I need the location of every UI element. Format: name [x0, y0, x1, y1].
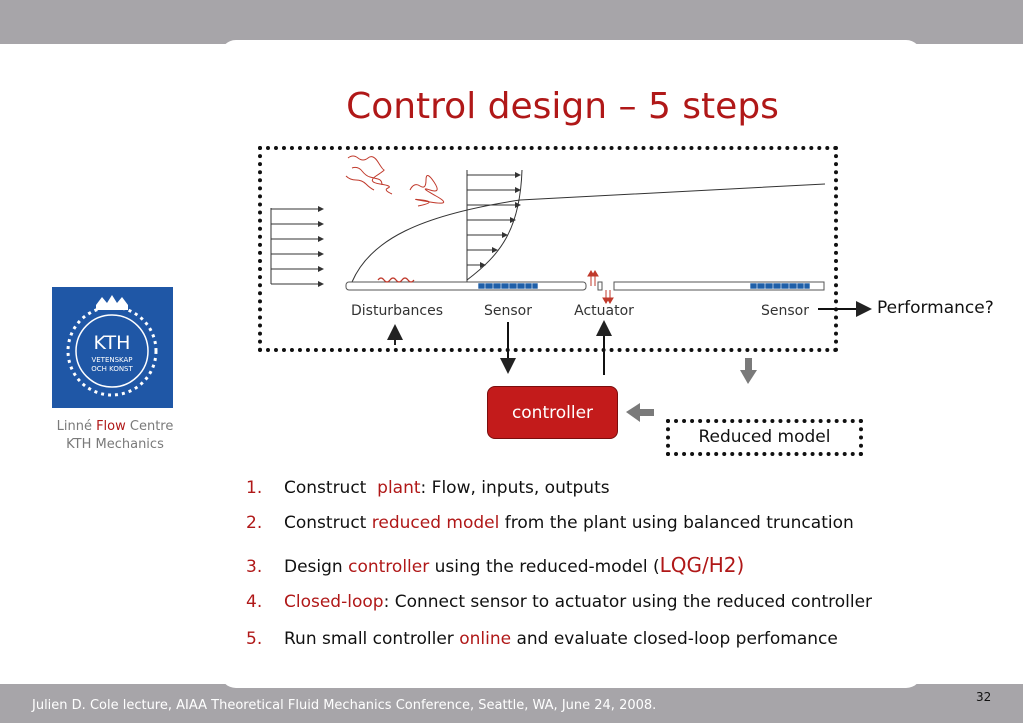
step-number: 2.: [246, 513, 263, 533]
performance-label: Performance?: [877, 298, 994, 318]
freestream-disturbance-icon: [345, 155, 445, 207]
affiliation-linne: Linné: [56, 419, 97, 434]
step-highlight: Closed-loop: [284, 592, 384, 612]
step-item: 2. Construct reduced model from the plan…: [246, 513, 872, 553]
affiliation-line2: KTH Mechanics: [66, 437, 164, 452]
inflow-profile: [270, 206, 324, 287]
step-text: from the plant using balanced truncation: [499, 513, 854, 533]
step-highlight: online: [459, 629, 512, 649]
step-text: Construct: [284, 513, 372, 533]
controller-block: controller: [487, 386, 618, 439]
kth-crest-icon: KTH VETENSKAP OCH KONST: [66, 295, 158, 397]
reduced-model-to-controller-arrow: [626, 403, 654, 422]
step-text: : Connect sensor to actuator using the r…: [383, 592, 873, 612]
affiliation-centre: Centre: [125, 419, 174, 434]
logo-text-sub2: OCH KONST: [91, 365, 133, 373]
label-actuator: Actuator: [574, 303, 634, 319]
step-text: Design: [284, 557, 349, 577]
step-text: using the reduced-model (: [429, 557, 660, 577]
sensor-array-2: [749, 282, 811, 290]
step-text: Run small controller: [284, 629, 460, 649]
page-number: 32: [976, 690, 992, 704]
label-sensor-1: Sensor: [484, 303, 532, 319]
label-sensor-2: Sensor: [761, 303, 809, 319]
logo-text-sub1: VETENSKAP: [91, 356, 132, 364]
step-number: 3.: [246, 557, 263, 577]
step-text: and evaluate closed-loop perfomance: [511, 629, 838, 649]
step-item: 1. Construct plant: Flow, inputs, output…: [246, 478, 872, 513]
affiliation-flow: Flow: [96, 419, 126, 434]
kth-logo: KTH VETENSKAP OCH KONST: [52, 287, 173, 408]
step-text: Construct: [284, 478, 378, 498]
step-highlight: reduced model: [371, 513, 500, 533]
logo-text-main: KTH: [94, 332, 131, 354]
footer-citation: Julien D. Cole lecture, AIAA Theoretical…: [32, 698, 657, 713]
sensor-array-1: [477, 282, 539, 290]
boundary-layer-edge: [351, 183, 826, 283]
label-disturbances: Disturbances: [351, 303, 443, 319]
step-number: 4.: [246, 592, 263, 612]
slide-title: Control design – 5 steps: [346, 86, 779, 127]
step-item: 3. Design controller using the reduced-m…: [246, 553, 872, 592]
step-text: : Flow, inputs, outputs: [420, 478, 610, 498]
steps-list: 1. Construct plant: Flow, inputs, output…: [246, 478, 872, 659]
plant-diagram-box: [258, 146, 838, 352]
boundary-layer-profile: [466, 169, 523, 282]
reduced-model-block: Reduced model: [666, 419, 863, 456]
step-highlight: controller: [348, 557, 430, 577]
step-item: 4. Closed-loop: Connect sensor to actuat…: [246, 592, 872, 629]
affiliation: Linné Flow Centre KTH Mechanics: [40, 418, 190, 454]
model-reduction-arrow: [740, 358, 757, 384]
actuator-icon: [587, 270, 614, 304]
wall-roughness-icon: [377, 277, 415, 283]
step-number: 5.: [246, 629, 263, 649]
step-number: 1.: [246, 478, 263, 498]
step-highlight: plant: [377, 478, 421, 498]
step-item: 5. Run small controller online and evalu…: [246, 629, 872, 659]
step-highlight-lqg: LQG/H2): [659, 553, 745, 577]
affiliation-line1: Linné Flow Centre: [40, 418, 190, 436]
